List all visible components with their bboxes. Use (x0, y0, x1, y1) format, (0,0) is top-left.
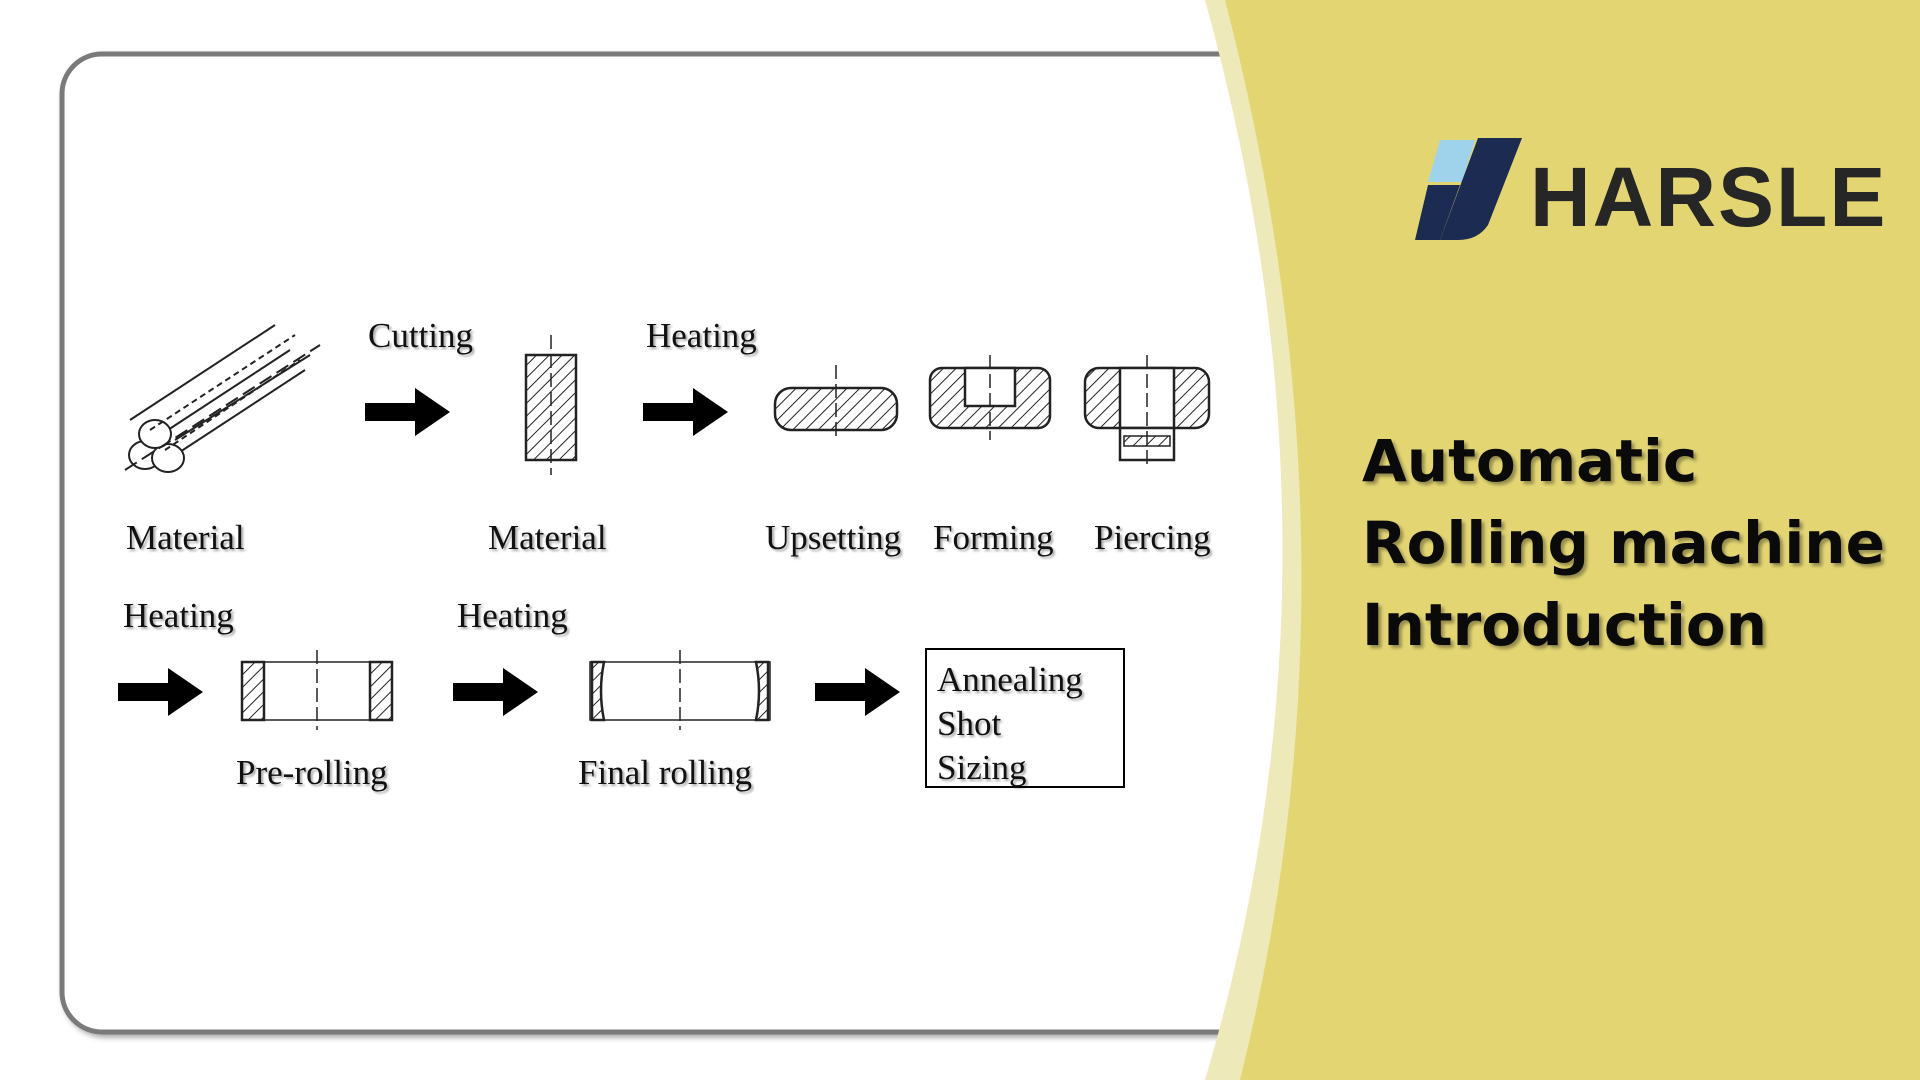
step-label-final-rolling: Final rolling (578, 753, 753, 792)
arrow-icon (643, 388, 728, 436)
heating-label: Heating (646, 316, 757, 355)
forming-drawing (928, 355, 1052, 440)
finish-step-shot: Shot (937, 704, 1002, 743)
brand-name: HARSLE (1530, 150, 1888, 244)
step-label-pre-rolling: Pre-rolling (236, 753, 388, 792)
finish-step-sizing: Sizing (937, 748, 1027, 787)
final-rolling-drawing (589, 650, 771, 730)
step-label-material-billet: Material (488, 518, 607, 557)
harsle-logo-icon (1415, 138, 1522, 240)
arrow-icon (453, 668, 538, 716)
cutting-label: Cutting (368, 316, 474, 355)
arrow-icon (118, 668, 203, 716)
piercing-drawing (1083, 355, 1211, 465)
arrow-icon (365, 388, 450, 436)
finish-step-annealing: Annealing (937, 660, 1083, 699)
title-line-2: Rolling machine (1362, 509, 1885, 577)
arrow-icon (815, 668, 900, 716)
finishing-steps-box: Annealing Shot Sizing (925, 648, 1125, 788)
yellow-panel (1225, 0, 1920, 1080)
step-label-material-bars: Material (126, 518, 245, 557)
heating-label-3: Heating (457, 596, 568, 635)
heating-label-2: Heating (123, 596, 234, 635)
slide-title: Automatic Rolling machine Introduction (1362, 420, 1885, 666)
step-label-upsetting: Upsetting (765, 518, 902, 557)
upsetting-drawing (773, 365, 899, 440)
pre-rolling-drawing (240, 650, 394, 730)
title-line-3: Introduction (1362, 591, 1767, 659)
step-label-piercing: Piercing (1094, 518, 1211, 557)
material-bars-drawing (124, 324, 321, 473)
step-label-forming: Forming (933, 518, 1054, 557)
title-line-1: Automatic (1362, 427, 1698, 495)
billet-drawing (524, 335, 578, 475)
